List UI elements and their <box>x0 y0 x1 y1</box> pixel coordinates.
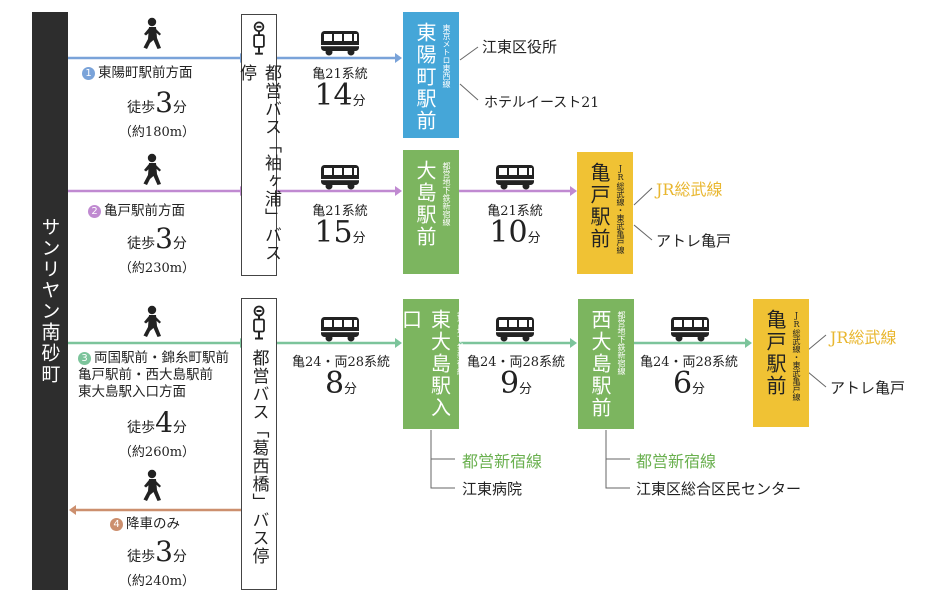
dest-civic-center: 江東区総合区民センター <box>636 480 802 498</box>
walker-icon <box>143 17 161 49</box>
route-4-badge: 4 <box>110 518 123 531</box>
arrow-1b <box>395 53 402 63</box>
arrow-3b <box>395 338 402 348</box>
route-1-badge: 1 <box>82 67 95 80</box>
segment-3-route: 亀21系統 <box>487 204 543 219</box>
segment-4-time: 8分 <box>324 366 358 401</box>
bus-stop-sodegaura: 都営バス「袖ヶ浦」バス停 <box>236 14 281 276</box>
arrow-2c <box>570 186 577 196</box>
bus-stop-icon <box>253 305 265 341</box>
walker-icon <box>143 305 161 337</box>
bus-icon <box>321 317 359 342</box>
arrow-3c <box>570 338 577 348</box>
bus-stop-kasaibashi: 都営バス「葛西橋」バス停 <box>241 298 277 590</box>
station-kameido-2: 亀戸駅前 JR総武線・東武亀戸線 <box>753 299 809 427</box>
station-kameido: 亀戸駅前 JR総武線・東武亀戸線 <box>577 152 633 274</box>
bus-icon <box>321 31 359 56</box>
arrow-4 <box>69 505 76 515</box>
dest-atre: アトレ亀戸 <box>656 232 732 250</box>
route-3-walk: 徒歩4分 （約260m） <box>118 406 196 460</box>
segment-3-time: 10分 <box>489 215 541 250</box>
dest-koto-office: 江東区役所 <box>482 38 558 56</box>
dest-hotel: ホテルイースト21 <box>484 95 600 111</box>
bus-stop-icon <box>253 21 265 56</box>
arrow-3d <box>745 338 752 348</box>
segment-4-route: 亀24・両28系統 <box>291 355 391 370</box>
segment-6-route: 亀24・両28系統 <box>639 355 739 370</box>
route-2-walk: 徒歩3分 （約230m） <box>118 222 196 276</box>
bus-icon <box>671 317 709 342</box>
dest-toei-shinjuku-2: 都営新宿線 <box>636 452 717 471</box>
dest-atre-2: アトレ亀戸 <box>830 379 906 397</box>
arrow-2b <box>395 186 402 196</box>
station-ojima: 大島駅前 都営地下鉄新宿線 <box>403 150 459 274</box>
station-nishi-ojima: 西大島駅前 都営地下鉄新宿線 <box>578 299 634 429</box>
segment-1-time: 14分 <box>314 78 366 113</box>
station-higashi-ojima: 東大島駅入口 都営地下鉄新宿線 <box>399 299 466 429</box>
segment-6-time: 6分 <box>672 366 706 401</box>
station-toyocho: 東陽町駅前 東京メトロ東西線 <box>403 12 459 138</box>
segment-1-route: 亀21系統 <box>312 67 368 82</box>
bus-icon <box>496 165 534 190</box>
segment-5-time: 9分 <box>499 366 533 401</box>
walker-icon <box>143 153 161 185</box>
segment-2-route: 亀21系統 <box>312 204 368 219</box>
dest-koto-hospital: 江東病院 <box>462 480 523 498</box>
bus-icon <box>321 165 359 190</box>
dest-toei-shinjuku: 都営新宿線 <box>462 452 543 471</box>
segment-5-route: 亀24・両28系統 <box>466 355 566 370</box>
origin-label: サンリヤン南砂町 <box>32 12 68 590</box>
walker-icon <box>143 469 161 501</box>
route-1-walk: 徒歩3分 （約180m） <box>118 86 196 140</box>
dest-jr-sobu-2: JR総武線 <box>830 328 897 347</box>
bus-icon <box>496 317 534 342</box>
segment-2-time: 15分 <box>314 215 366 250</box>
route-2-badge: 2 <box>88 205 101 218</box>
route-3-badge: 3 <box>78 352 91 365</box>
route-4-walk: 徒歩3分 （約240m） <box>118 535 196 589</box>
dest-jr-sobu: JR総武線 <box>656 180 723 199</box>
